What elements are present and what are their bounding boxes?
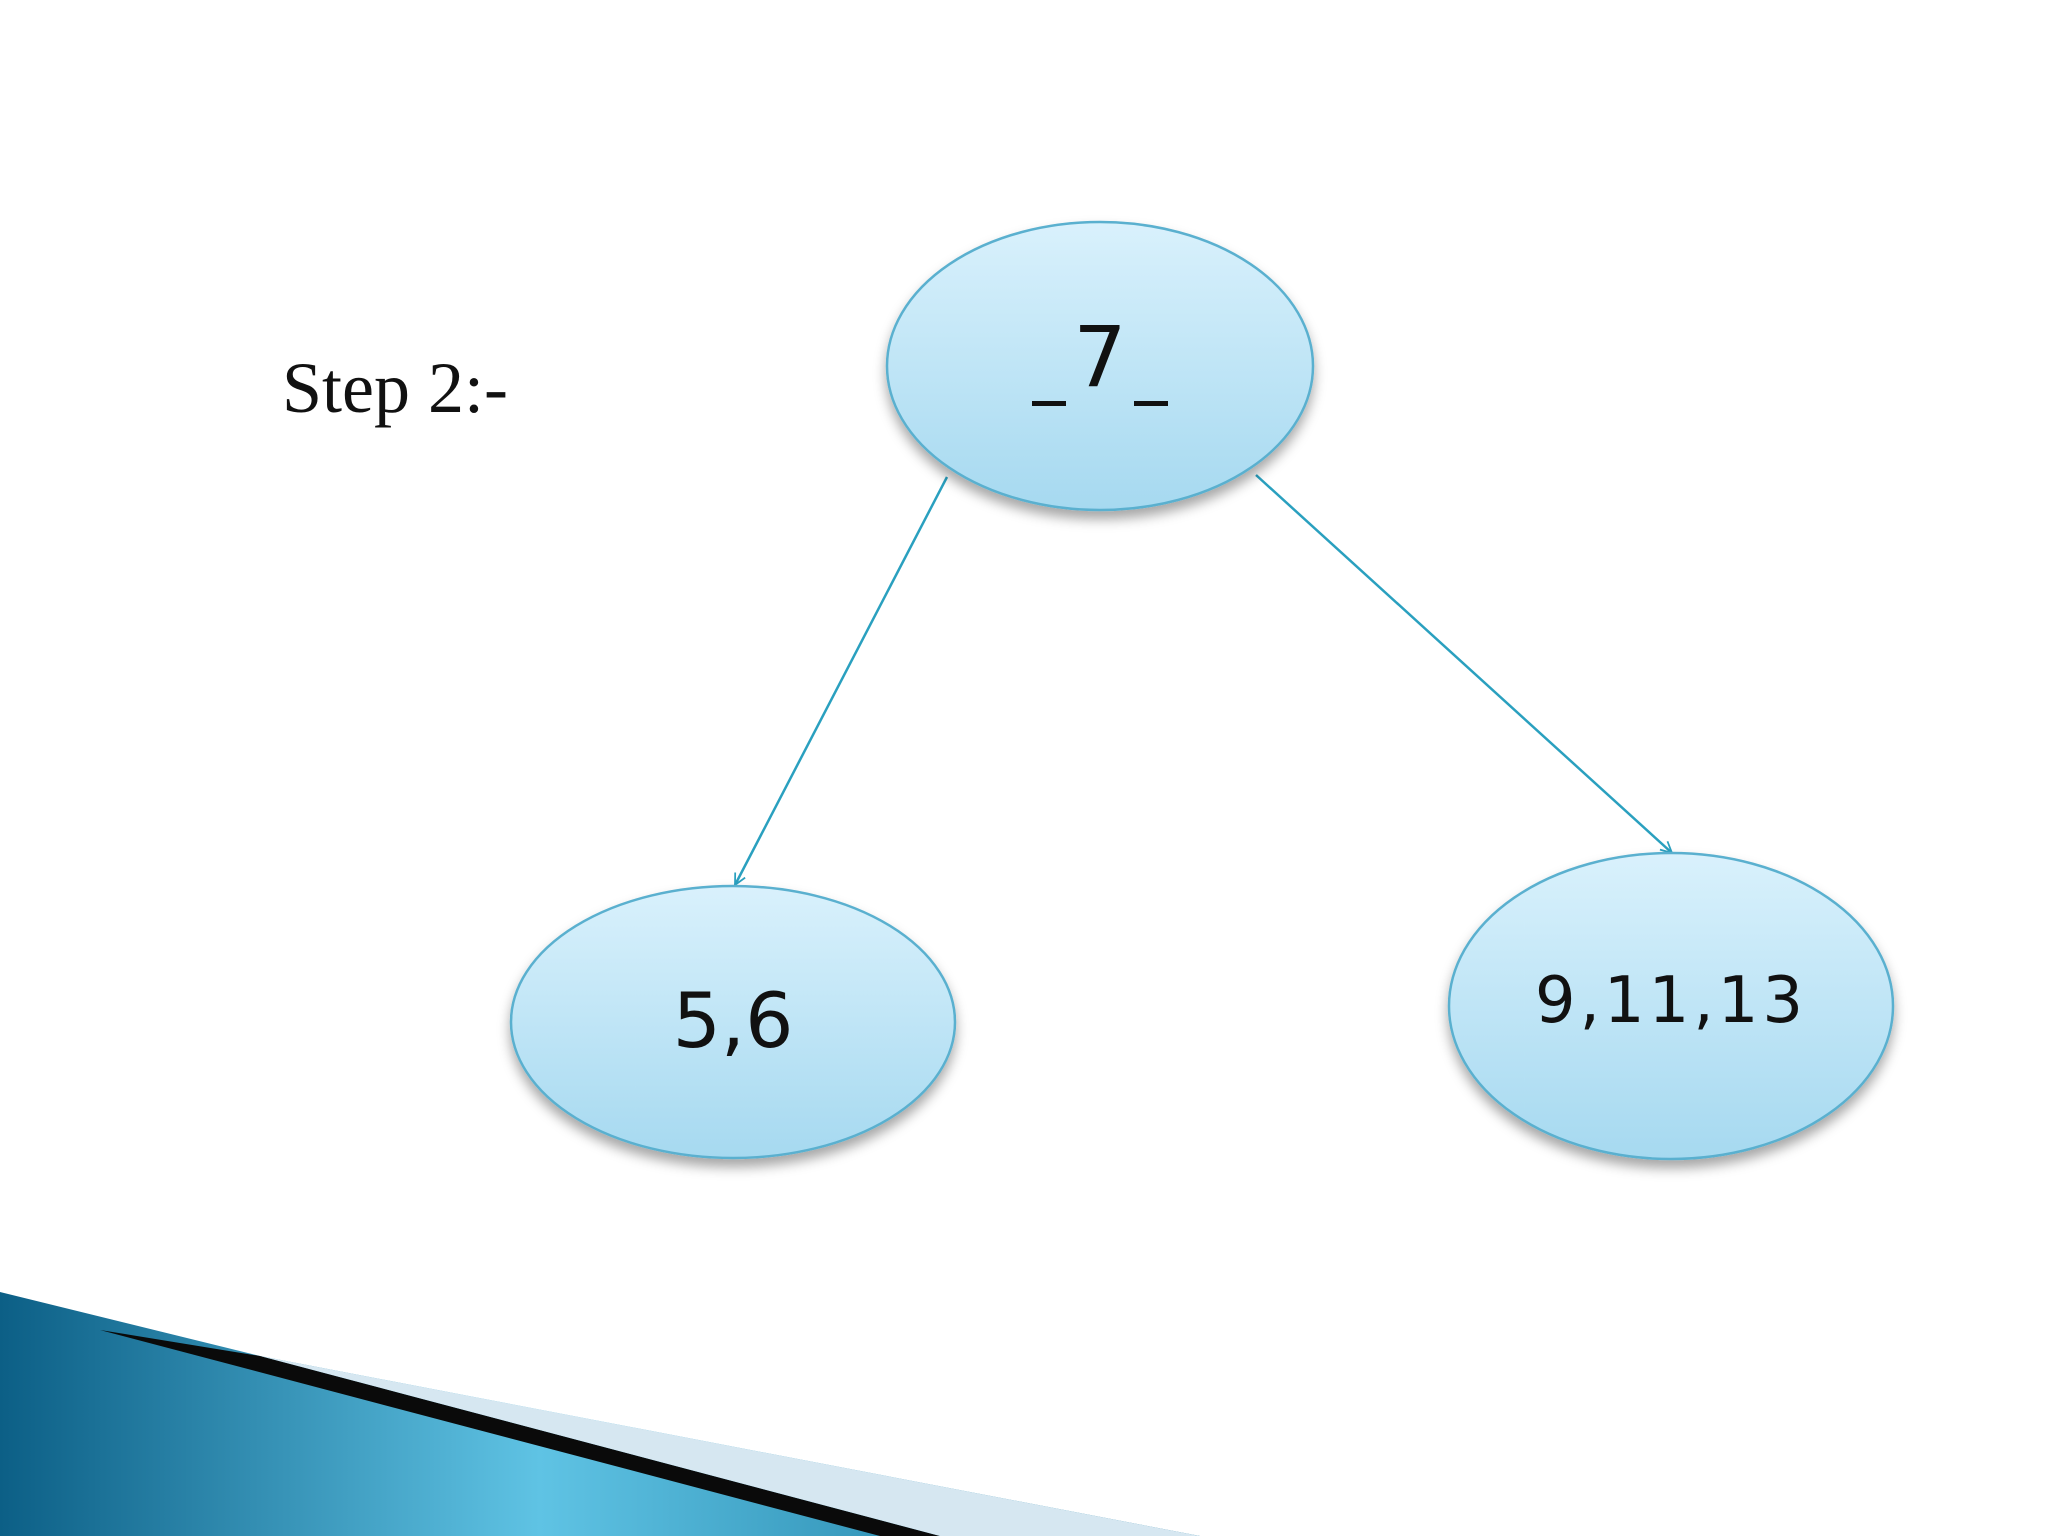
node-root-label: 7: [1073, 308, 1126, 406]
node-left: 5,6: [509, 884, 957, 1160]
node-right-label: 9,11,13: [1535, 964, 1807, 1038]
decorative-banner: [0, 1292, 1200, 1536]
edge-root-right: [1255, 474, 1672, 853]
blank-mark-right: [1134, 401, 1168, 406]
blank-mark-left: [1032, 401, 1066, 406]
node-right: 9,11,13: [1447, 851, 1895, 1161]
edge-root-left: [733, 476, 949, 885]
node-root: 7: [885, 220, 1315, 512]
step-label: Step 2:-: [282, 348, 508, 428]
node-left-label: 5,6: [673, 976, 794, 1065]
